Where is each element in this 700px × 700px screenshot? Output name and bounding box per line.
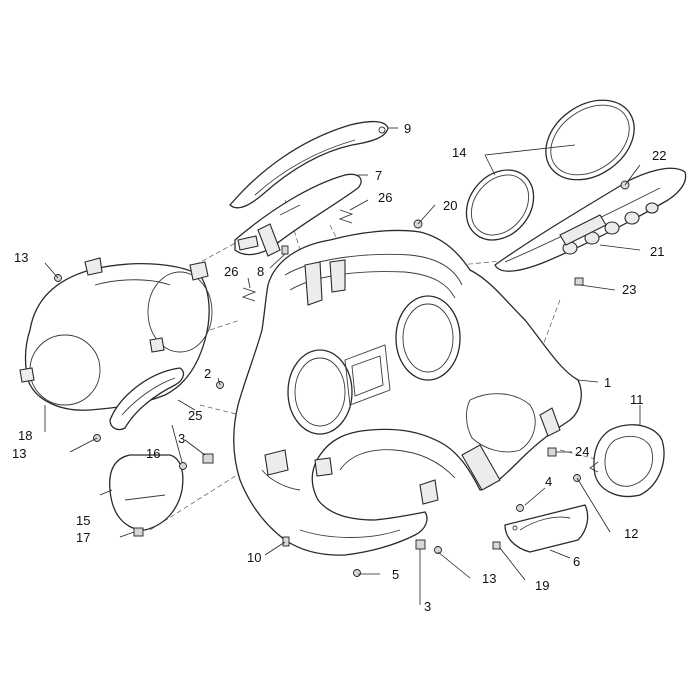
label-part-1: 1 [604,375,611,390]
part-25-bracket[interactable] [109,367,185,431]
part-24-clip[interactable] [547,447,557,457]
label-part-6: 6 [573,554,580,569]
part-18-instrument-housing[interactable] [19,257,213,411]
part-26-spring-upper[interactable] [338,209,354,224]
label-part-11: 11 [630,392,644,407]
part-26-spring-lower[interactable] [241,287,257,302]
label-part-21: 21 [650,244,664,259]
part-17-clip[interactable] [133,527,144,537]
label-part-13-left: 13 [12,446,26,461]
part-23-clip[interactable] [574,277,584,286]
part-3-clip-b[interactable] [415,539,426,550]
part-8-screw[interactable] [281,245,289,255]
label-part-20: 20 [443,198,457,213]
label-part-16: 16 [146,446,160,461]
part-5-screw[interactable] [353,569,361,577]
part-9-upper-trim[interactable] [229,120,389,209]
label-part-26-lower: 26 [224,264,238,279]
label-part-25: 25 [188,408,202,423]
label-part-3-left: 3 [178,431,185,446]
label-part-2: 2 [204,366,211,381]
label-part-4: 4 [545,474,552,489]
label-part-13-top-left: 13 [14,250,28,265]
label-part-26-upper: 26 [378,190,392,205]
part-14-bezel-ring-small[interactable] [453,157,548,254]
part-14-bezel-ring-large[interactable] [531,84,650,196]
part-16-screw[interactable] [179,462,187,470]
part-19-clip[interactable] [492,541,501,550]
label-part-15: 15 [76,513,90,528]
label-part-8: 8 [257,264,264,279]
part-3-clip-a[interactable] [202,453,214,464]
label-part-24: 24 [575,444,589,459]
label-part-17: 17 [76,530,90,545]
part-7-trim-bracket[interactable] [234,173,362,257]
label-part-13-right: 13 [482,571,496,586]
label-part-9: 9 [404,121,411,136]
part-15-left-cover[interactable] [109,454,184,531]
label-part-10: 10 [247,550,261,565]
label-part-5: 5 [392,567,399,582]
part-13-screw-c[interactable] [434,546,442,554]
callout-labels: 9 7 26 8 20 14 22 21 23 1 11 24 4 12 6 1… [12,121,666,614]
label-part-14: 14 [452,145,466,160]
part-10-screw[interactable] [282,536,290,547]
label-part-18: 18 [18,428,32,443]
label-part-22: 22 [652,148,666,163]
label-part-23: 23 [622,282,636,297]
label-part-12: 12 [624,526,638,541]
label-part-7: 7 [375,168,382,183]
part-21-switch-trim-panel[interactable] [494,167,687,272]
label-part-3-lower: 3 [424,599,431,614]
part-4-screw[interactable] [516,504,524,512]
part-1-dashboard-shell[interactable] [233,229,582,556]
label-part-19: 19 [535,578,549,593]
part-11-gauge-housing[interactable] [589,424,665,498]
leader-lines [44,127,641,605]
part-6-cover-plate[interactable] [504,504,589,553]
